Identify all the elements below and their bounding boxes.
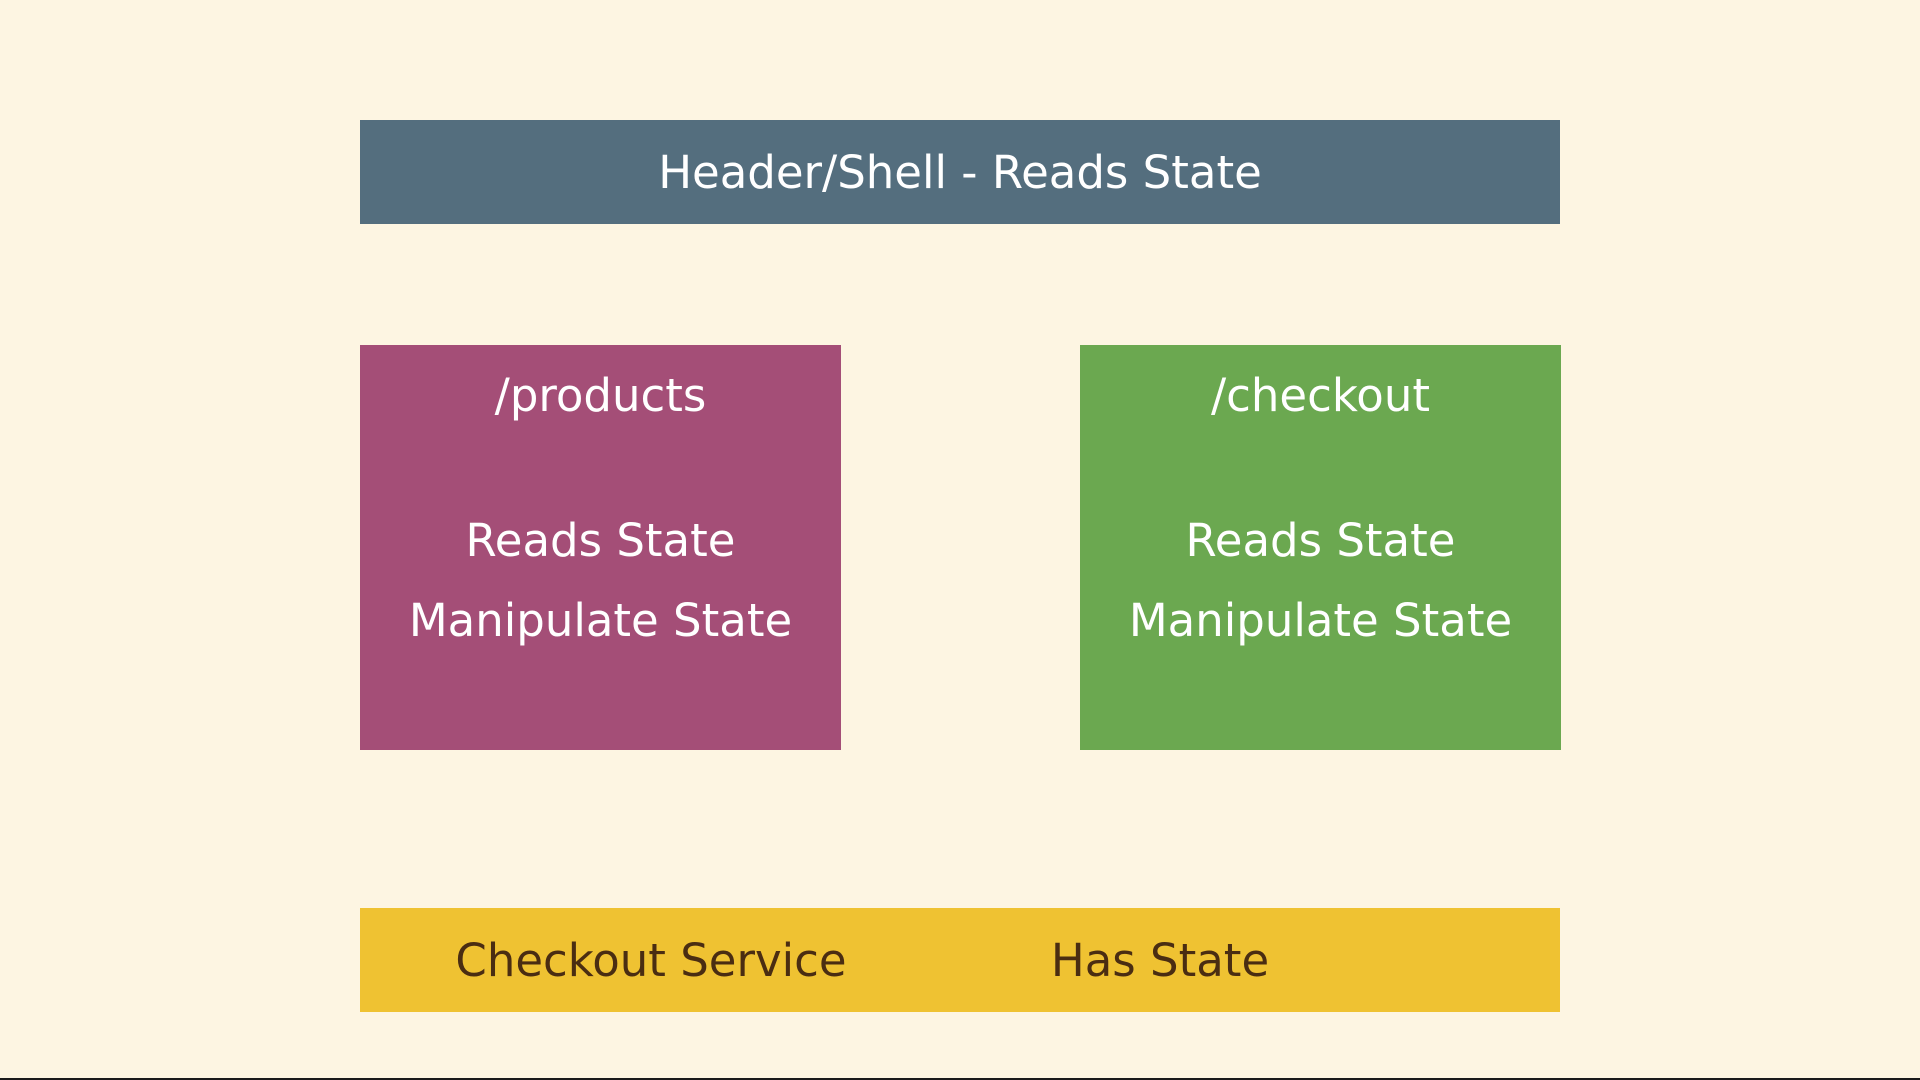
has-state-label: Has State	[1050, 933, 1270, 987]
products-manipulate-state-label: Manipulate State	[408, 594, 793, 647]
products-route-title: /products	[494, 369, 707, 422]
checkout-reads-state-label: Reads State	[1185, 514, 1456, 567]
products-route-box: /products Reads State Manipulate State	[360, 345, 841, 750]
header-shell-box: Header/Shell - Reads State	[360, 120, 1560, 224]
checkout-service-box: Checkout Service Has State	[360, 908, 1560, 1012]
products-reads-state-label: Reads State	[465, 514, 736, 567]
checkout-manipulate-state-label: Manipulate State	[1128, 594, 1513, 647]
bottom-divider	[0, 1078, 1920, 1080]
header-shell-label: Header/Shell - Reads State	[658, 145, 1262, 199]
checkout-route-box: /checkout Reads State Manipulate State	[1080, 345, 1561, 750]
checkout-service-label: Checkout Service	[455, 933, 847, 987]
checkout-route-title: /checkout	[1210, 369, 1430, 422]
